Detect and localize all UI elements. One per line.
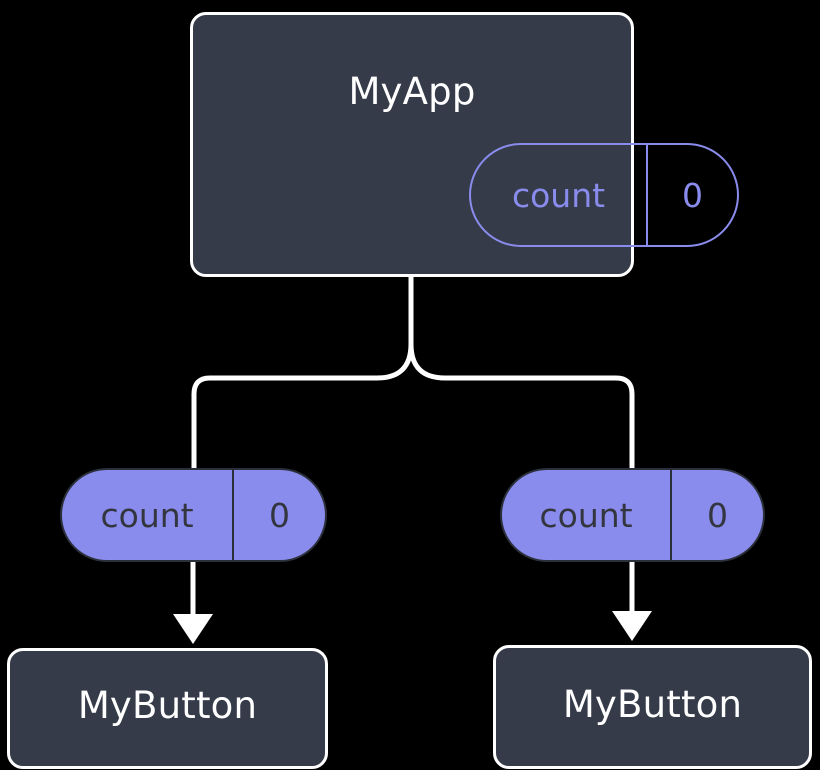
branch-right [408, 341, 635, 473]
component-label-mybutton: MyButton [562, 683, 743, 726]
component-box-mybutton-left[interactable]: MyButton [7, 648, 328, 769]
component-box-mybutton-right[interactable]: MyButton [493, 645, 812, 769]
prop-pill-key: count [539, 495, 633, 535]
prop-pill-count-right[interactable]: count 0 [500, 468, 765, 562]
prop-pill-key: count [100, 495, 194, 535]
prop-pill-value: 0 [670, 470, 763, 560]
prop-pill-count-left[interactable]: count 0 [60, 468, 327, 562]
arrow-left [173, 562, 213, 644]
component-label-myapp: MyApp [348, 70, 476, 113]
arrow-right [612, 562, 652, 641]
component-box-myapp[interactable]: MyApp count 0 [190, 12, 739, 277]
state-pill-key: count [511, 175, 606, 215]
prop-pill-value: 0 [232, 470, 325, 560]
branch-left [191, 341, 414, 473]
state-pill-value: 0 [646, 145, 737, 245]
state-pill-count[interactable]: count 0 [469, 143, 739, 247]
component-label-mybutton: MyButton [77, 684, 258, 727]
